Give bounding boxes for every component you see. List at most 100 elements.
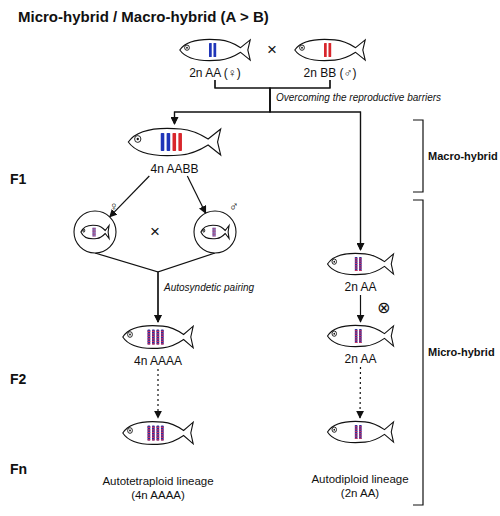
fish-eye [128, 332, 133, 338]
chromosome-band [359, 333, 362, 334]
chromosome-band [152, 439, 155, 440]
chromosome-band [94, 232, 95, 234]
fish-outline [328, 253, 394, 274]
chromosome-band [93, 234, 94, 236]
chromosome-band [359, 337, 362, 338]
arrow-connector [360, 295, 361, 322]
chromosome-band [359, 436, 362, 437]
chromosome [178, 133, 182, 151]
chromosome-band [359, 438, 362, 439]
node-label: 2n AA (♀) [175, 66, 255, 80]
chromosome [359, 425, 362, 439]
chromosome-band [152, 336, 155, 337]
chromosome-band [94, 235, 95, 237]
chromosome-bar [173, 133, 177, 151]
chromosome-band [152, 429, 155, 430]
process-note: Overcoming the reproductive barriers [276, 92, 441, 103]
chromosome-bar [167, 133, 171, 151]
chromosome [354, 425, 357, 439]
fish-eye [135, 136, 141, 143]
chromosome [93, 228, 94, 237]
fish-eye [332, 259, 337, 264]
chromosome-band [214, 228, 215, 230]
chromosome [359, 257, 362, 271]
chromosome-bar [324, 43, 327, 57]
fish-icon [201, 225, 229, 239]
fish-node: Autotetraploid lineage(4n AAAA) [88, 418, 228, 502]
chromosome-band [355, 335, 358, 336]
fish-icon [122, 124, 227, 160]
chromosome-bar [178, 133, 182, 151]
fish-icon [81, 225, 109, 239]
chromosome-band [213, 228, 214, 230]
fish-icon [118, 418, 198, 448]
circle-node: ♀ [73, 210, 117, 254]
chromosome-band [213, 234, 214, 236]
circle-shape [74, 211, 116, 253]
chromosome [148, 330, 151, 345]
chromosome-band [214, 231, 215, 233]
chromosome-band [156, 429, 159, 430]
fish-eye [332, 331, 337, 336]
chromosome-band [152, 427, 155, 428]
chromosome [167, 133, 171, 151]
fish-icon [323, 250, 398, 278]
arrow-connector [215, 80, 361, 250]
chromosome-band [359, 429, 362, 430]
chromosome-band [152, 432, 155, 433]
dotted-arrow [359, 367, 361, 418]
fish-outline [327, 421, 393, 442]
fish-outline [201, 225, 229, 239]
chromosome-band [156, 427, 159, 428]
chromosome-band [148, 331, 151, 332]
chromosome-band [148, 437, 151, 438]
chromosome [209, 43, 212, 57]
chromosome-band [359, 431, 362, 432]
chromosome-band [148, 333, 151, 334]
generation-label: F2 [10, 371, 26, 387]
chromosome-band [156, 338, 159, 339]
chromosome-band [148, 432, 151, 433]
fish-pupil [129, 333, 131, 335]
chromosome-bar [213, 228, 214, 237]
chromosome [355, 329, 358, 343]
chromosome-bar [359, 329, 362, 343]
chromosome-band [93, 231, 94, 233]
chromosome-bar [156, 330, 159, 345]
chromosome-band [94, 228, 95, 230]
chromosome-band [148, 343, 151, 344]
chromosome-band [148, 439, 151, 440]
chromosome-band [359, 335, 362, 336]
fish-pupil [301, 47, 303, 49]
bracket [413, 120, 423, 192]
fish-node: 2n AA [323, 322, 398, 366]
chromosome-band [359, 265, 362, 266]
chromosome-band [359, 426, 362, 427]
chromosome-bar [94, 228, 95, 237]
fish-pupil [137, 138, 139, 141]
chromosome-band [148, 338, 151, 339]
fish-pupil [203, 230, 205, 231]
circle-node: ♂ [193, 210, 237, 254]
sex-symbol: ♀ [109, 200, 119, 214]
arrow-connector [270, 80, 361, 250]
chromosome-band [354, 426, 357, 427]
generation-label: F1 [10, 171, 26, 187]
chromosome-band [161, 338, 164, 339]
chromosome-band [355, 342, 358, 343]
node-label: (4n AAAA) [88, 488, 228, 502]
chromosome-band [214, 229, 215, 231]
chromosome-band [161, 427, 164, 428]
chromosome-band [354, 433, 357, 434]
chromosome-band [161, 336, 164, 337]
fish-eye [332, 427, 337, 432]
chromosome-band [152, 434, 155, 435]
process-note: Autosyndetic pairing [164, 282, 254, 293]
chromosome-band [214, 235, 215, 237]
chromosome-band [354, 438, 357, 439]
circle-outline [193, 210, 237, 254]
chromosome-band [355, 337, 358, 338]
chromosome-bar [93, 228, 94, 237]
